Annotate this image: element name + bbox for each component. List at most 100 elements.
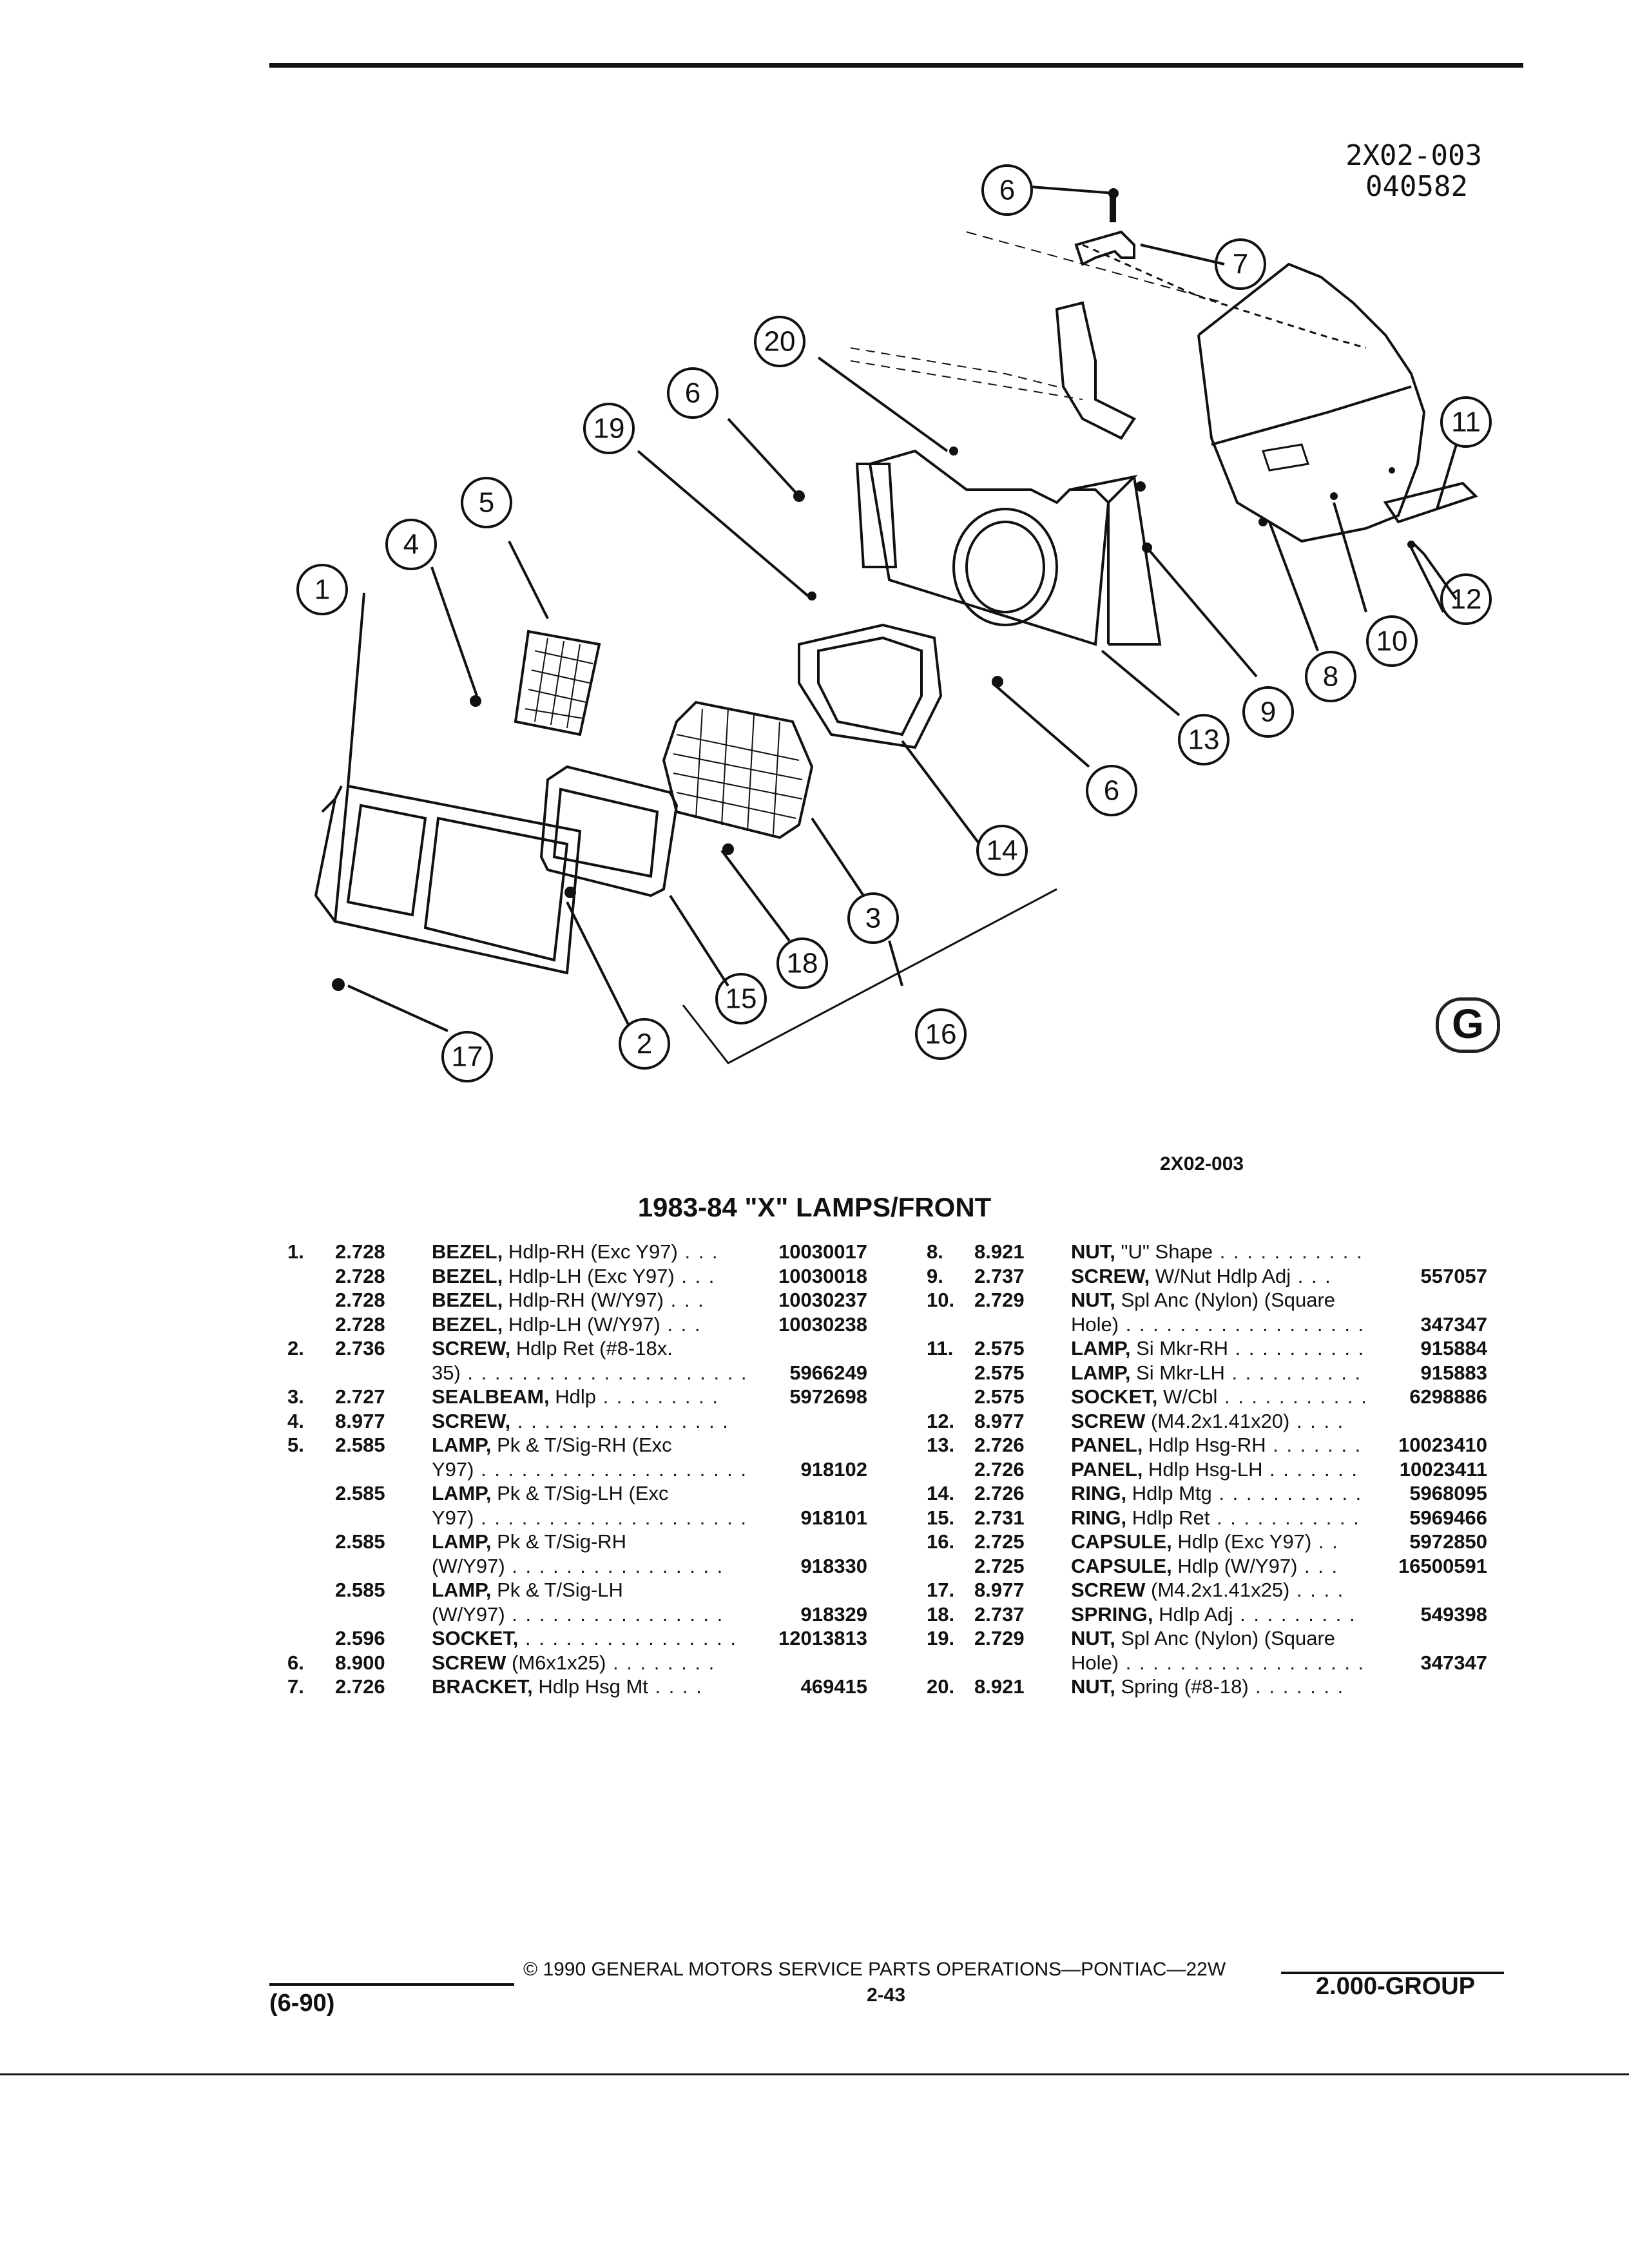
part-number [1365, 1288, 1487, 1312]
group-number: 2.731 [974, 1506, 1025, 1529]
leader-dots: . . . [1291, 1264, 1332, 1287]
group-number: 2.727 [335, 1385, 385, 1408]
group-number: 2.575 [974, 1385, 1025, 1408]
part-detail: Hdlp (Exc Y97) [1171, 1530, 1312, 1553]
leader-dots: . . . . . . . . . . [1228, 1337, 1365, 1360]
bottom-rule [0, 2073, 1629, 2075]
part-number [745, 1530, 867, 1554]
group-number [974, 1651, 1071, 1675]
callout-9: 9 [1260, 697, 1276, 728]
parts-list-row: Hole) . . . . . . . . . . . . . . . . . … [927, 1312, 1487, 1337]
leader-dots: . . . [677, 1240, 719, 1263]
item-number: 20. [927, 1675, 955, 1698]
part-number: 915884 [1420, 1337, 1487, 1360]
part-detail: W/Cbl [1157, 1385, 1218, 1408]
callout-13: 13 [1188, 724, 1220, 756]
group-number: 8.977 [974, 1579, 1025, 1601]
leader-dots: . . . . [648, 1675, 703, 1698]
part-detail: Hdlp Adj [1153, 1602, 1233, 1626]
footer-date: (6-90) [269, 1990, 335, 2017]
part-name: SCREW [1071, 1409, 1146, 1432]
group-number: 2.729 [974, 1627, 1025, 1649]
part-detail: Spring (#8-18) [1115, 1675, 1249, 1698]
part-name: CAPSULE, [1071, 1530, 1172, 1553]
part-name: SOCKET, [1071, 1385, 1158, 1408]
part-number [745, 1336, 867, 1361]
group-number [335, 1506, 432, 1530]
part-number [745, 1433, 867, 1457]
callout-5: 5 [479, 487, 494, 519]
figure-code: 2X02-003 [1160, 1153, 1244, 1175]
part-description: SOCKET, . . . . . . . . . . . . . . . . … [432, 1626, 745, 1651]
group-number [335, 1457, 432, 1482]
group-number: 2.728 [335, 1264, 385, 1287]
part-number [745, 1481, 867, 1506]
part-name: LAMP, [1071, 1337, 1131, 1360]
group-number: 2.728 [335, 1240, 385, 1263]
item-number [927, 1361, 974, 1385]
leader-dots: . . . . . . . . . [595, 1385, 719, 1408]
part-detail: Si Mkr-RH [1130, 1337, 1228, 1360]
item-number [287, 1530, 335, 1554]
group-number: 8.977 [974, 1409, 1025, 1432]
part-number: 469415 [800, 1675, 867, 1698]
callout-18: 18 [787, 948, 818, 979]
part-name: LAMP, [1071, 1361, 1131, 1384]
part-number: 5968095 [1409, 1482, 1487, 1504]
leader-dots: . . . . . . . [1262, 1457, 1359, 1481]
part-number: 918101 [800, 1506, 867, 1529]
part-description: NUT, Spring (#8-18) . . . . . . . [1071, 1675, 1365, 1699]
leader-dots: . . . . . . . . . . . . . . . . [505, 1554, 724, 1577]
part-description: (W/Y97) . . . . . . . . . . . . . . . . [432, 1602, 745, 1627]
parts-list-row: 35) . . . . . . . . . . . . . . . . . . … [287, 1361, 867, 1385]
part-number: 10023410 [1398, 1434, 1487, 1456]
group-number: 2.736 [335, 1337, 385, 1360]
item-number: 12. [927, 1409, 955, 1432]
leader-dots: . . . . . . . . [606, 1651, 716, 1674]
callout-11: 11 [1451, 407, 1481, 438]
group-number: 2.585 [335, 1434, 385, 1456]
part-number: 347347 [1420, 1651, 1487, 1674]
item-number: 18. [927, 1602, 955, 1626]
part-name: SCREW, [432, 1337, 511, 1360]
part-description: SCREW (M4.2x1.41x20) . . . . [1071, 1409, 1365, 1434]
callout-6-lower: 6 [1104, 775, 1119, 807]
diagram-code: 2X02-003 [1345, 139, 1482, 172]
part-description: PANEL, Hdlp Hsg-LH . . . . . . . [1071, 1457, 1365, 1482]
leader-dots: . . . . . . . . . . . . . . . . . . . . [474, 1457, 745, 1481]
item-number [287, 1481, 335, 1506]
item-number: 19. [927, 1627, 955, 1649]
callout-1: 1 [314, 574, 330, 606]
part-description: Y97) . . . . . . . . . . . . . . . . . .… [432, 1506, 745, 1530]
leader-dots: . . . . . . . . . . . . . . . . [510, 1409, 729, 1432]
item-number [287, 1457, 335, 1482]
group-number [335, 1554, 432, 1579]
part-detail: Hdlp-LH (Exc Y97) [503, 1264, 675, 1287]
item-number [287, 1578, 335, 1602]
part-detail: Hdlp Hsg-LH [1142, 1457, 1263, 1481]
group-number: 2.728 [335, 1289, 385, 1311]
part-description: RING, Hdlp Mtg . . . . . . . . . . . [1071, 1481, 1365, 1506]
part-description: CAPSULE, Hdlp (W/Y97) . . . [1071, 1554, 1365, 1579]
part-detail: Hdlp Hsg Mt [532, 1675, 648, 1698]
part-detail: Hdlp-RH (Exc Y97) [503, 1240, 678, 1263]
part-name: NUT, [1071, 1627, 1115, 1649]
leader-dots: . . . . . . . . . . . . . . . . . . . [1119, 1651, 1365, 1674]
part-number: 10030017 [778, 1240, 867, 1263]
part-number [1365, 1626, 1487, 1651]
callout-6-mid: 6 [685, 378, 700, 409]
part-detail: Spl Anc (Nylon) (Square [1115, 1289, 1336, 1311]
part-description: SCREW, W/Nut Hdlp Adj . . . [1071, 1264, 1365, 1289]
